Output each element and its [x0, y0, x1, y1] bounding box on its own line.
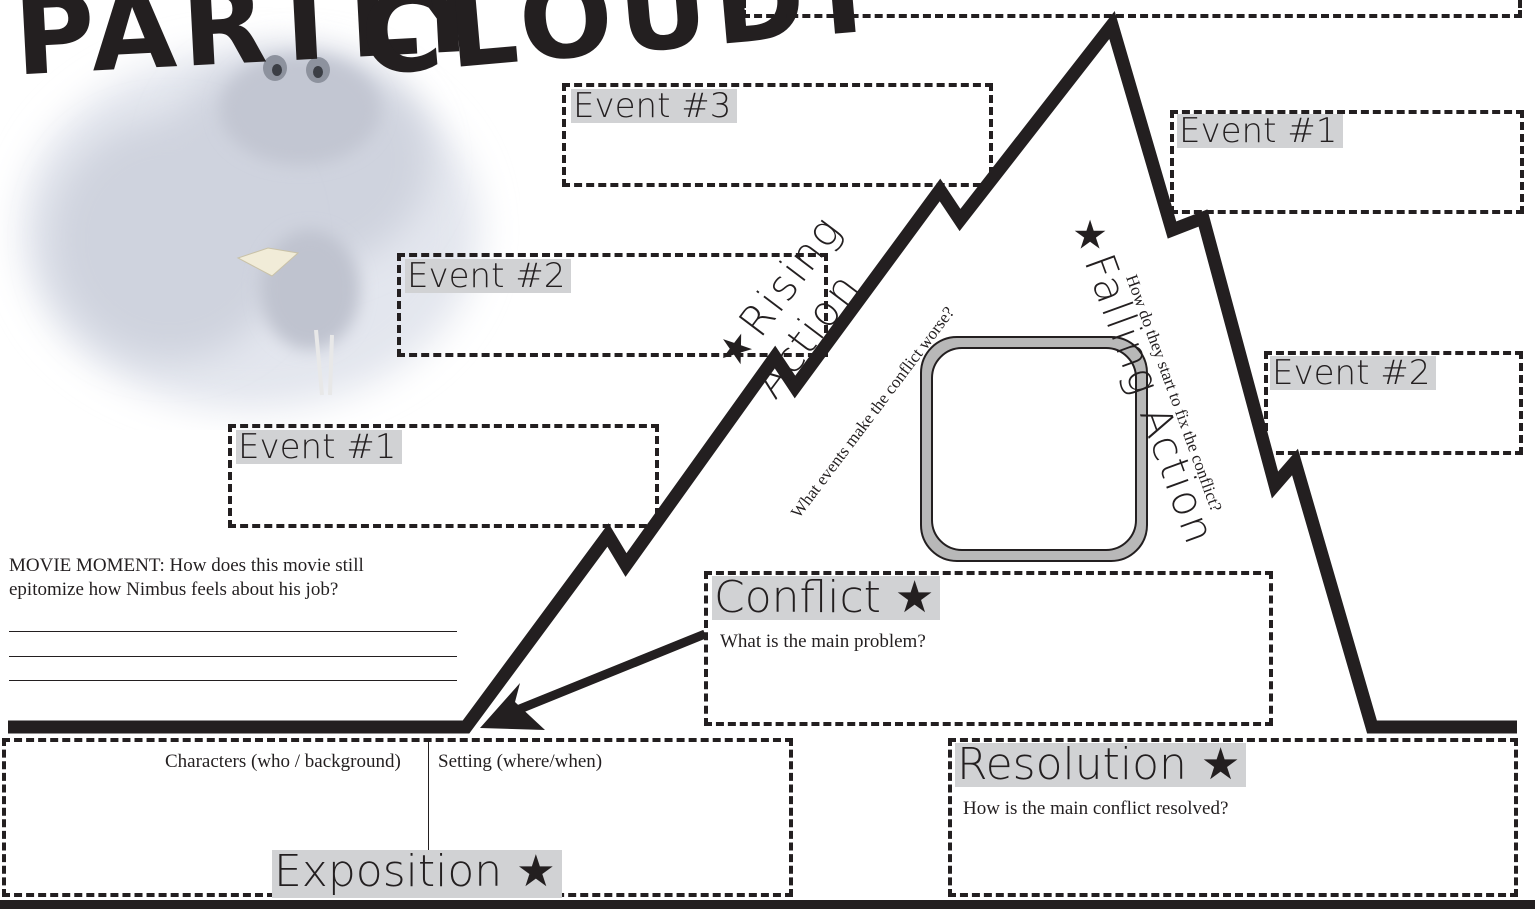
- climax-answer-box[interactable]: [742, 0, 1522, 18]
- star-icon: ★: [516, 846, 555, 897]
- resolution-heading: Resolution ★: [955, 743, 1246, 787]
- movie-moment-line-1: MOVIE MOMENT: How does this movie still: [9, 555, 364, 577]
- falling-event-2-label: Event #2: [1270, 356, 1436, 390]
- star-icon: ★: [1072, 212, 1108, 259]
- characters-prompt: Characters (who / background): [165, 751, 401, 773]
- exposition-heading: Exposition ★: [272, 850, 562, 898]
- answer-line[interactable]: [9, 631, 457, 632]
- resolution-label: Resolution: [957, 739, 1187, 790]
- setting-prompt: Setting (where/when): [438, 751, 602, 773]
- star-icon: ★: [895, 572, 934, 623]
- exposition-divider: [428, 741, 429, 851]
- falling-event-1-label: Event #1: [1177, 114, 1343, 148]
- resolution-prompt: How is the main conflict resolved?: [963, 798, 1228, 820]
- rising-event-2-label: Event #2: [405, 259, 571, 293]
- exposition-label: Exposition: [274, 846, 502, 897]
- star-icon: ★: [1201, 739, 1240, 790]
- rising-event-3-label: Event #3: [571, 89, 737, 123]
- conflict-arrow-line: [505, 634, 705, 715]
- conflict-label: Conflict: [714, 572, 881, 623]
- answer-line[interactable]: [9, 680, 457, 681]
- conflict-heading: Conflict ★: [712, 576, 940, 620]
- movie-moment-line-2: epitomize how Nimbus feels about his job…: [9, 579, 338, 601]
- answer-line[interactable]: [9, 656, 457, 657]
- footer-bar: [0, 900, 1535, 909]
- rising-event-1-label: Event #1: [236, 430, 402, 464]
- climax-frame-inner: [932, 348, 1136, 550]
- conflict-prompt: What is the main problem?: [720, 631, 926, 653]
